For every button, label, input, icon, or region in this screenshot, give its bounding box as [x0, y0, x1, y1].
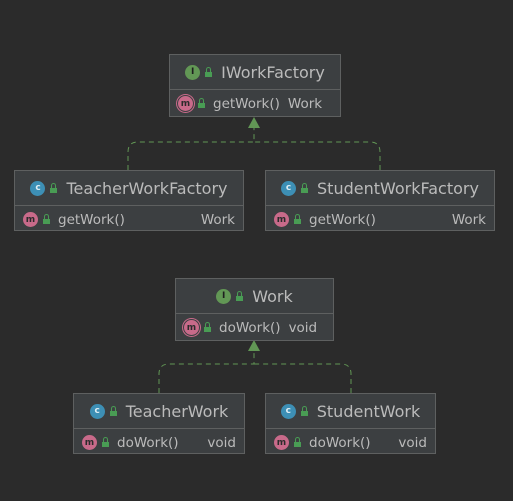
node-title: StudentWorkFactory	[317, 178, 479, 198]
class-icon: c	[280, 403, 296, 419]
class-icon: c	[89, 403, 105, 419]
node-teacherworkfactory[interactable]: c TeacherWorkFactory m getWork() Work	[14, 170, 244, 231]
public-lock-icon	[109, 405, 117, 416]
interface-icon: I	[185, 64, 201, 80]
method-icon: m	[178, 96, 193, 111]
arrowhead-work	[248, 340, 260, 351]
node-header: I Work	[176, 279, 333, 314]
node-title: StudentWork	[316, 401, 421, 421]
method-icon: m	[184, 320, 199, 335]
method-return-type: Work	[451, 211, 486, 228]
method-return-type: void	[207, 434, 236, 451]
public-lock-icon	[205, 66, 213, 77]
public-lock-icon	[294, 437, 301, 447]
class-icon: c	[30, 180, 46, 196]
public-lock-icon	[198, 98, 205, 108]
method-row[interactable]: m doWork() void	[176, 314, 333, 341]
node-title: Work	[252, 286, 293, 306]
node-title: TeacherWorkFactory	[66, 178, 228, 198]
node-studentworkfactory[interactable]: c StudentWorkFactory m getWork() Work	[265, 170, 495, 231]
node-header: c StudentWork	[266, 394, 435, 429]
method-row[interactable]: m getWork() Work	[15, 206, 243, 233]
method-name: getWork()	[213, 95, 280, 112]
method-icon: m	[274, 435, 289, 450]
public-lock-icon	[102, 437, 109, 447]
method-row[interactable]: m getWork() Work	[266, 206, 494, 233]
public-lock-icon	[50, 182, 58, 193]
node-iworkfactory[interactable]: I IWorkFactory m getWork() Work	[169, 54, 341, 117]
node-studentwork[interactable]: c StudentWork m doWork() void	[265, 393, 436, 454]
method-icon: m	[23, 212, 38, 227]
public-lock-icon	[43, 214, 50, 224]
method-name: getWork()	[58, 211, 125, 228]
public-lock-icon	[294, 214, 301, 224]
method-icon: m	[274, 212, 289, 227]
method-row[interactable]: m getWork() Work	[170, 90, 340, 117]
method-return-type: Work	[287, 95, 323, 112]
method-row[interactable]: m doWork() void	[74, 429, 244, 456]
node-header: c TeacherWork	[74, 394, 244, 429]
node-teacherwork[interactable]: c TeacherWork m doWork() void	[73, 393, 245, 454]
public-lock-icon	[301, 182, 309, 193]
node-work[interactable]: I Work m doWork() void	[175, 278, 334, 341]
edge-teacherworkfactory-to-iworkfactory	[127, 126, 255, 170]
interface-icon: I	[216, 288, 232, 304]
public-lock-icon	[300, 405, 308, 416]
node-header: c TeacherWorkFactory	[15, 171, 243, 206]
class-icon: c	[281, 180, 297, 196]
node-title: TeacherWork	[125, 401, 229, 421]
node-header: c StudentWorkFactory	[266, 171, 494, 206]
edge-studentwork-to-work	[254, 363, 352, 393]
method-return-type: void	[288, 319, 318, 336]
method-name: doWork()	[309, 434, 371, 451]
method-return-type: void	[398, 434, 427, 451]
public-lock-icon	[236, 290, 244, 301]
method-name: getWork()	[309, 211, 376, 228]
arrowhead-iworkfactory	[248, 117, 260, 128]
public-lock-icon	[204, 322, 211, 332]
method-name: doWork()	[117, 434, 179, 451]
node-title: IWorkFactory	[221, 62, 325, 82]
method-name: doWork()	[219, 319, 281, 336]
node-header: I IWorkFactory	[170, 55, 340, 90]
edge-studentworkfactory-to-iworkfactory	[254, 141, 381, 170]
method-return-type: Work	[200, 211, 235, 228]
method-row[interactable]: m doWork() void	[266, 429, 435, 456]
edge-teacherwork-to-work	[158, 350, 255, 393]
method-icon: m	[82, 435, 97, 450]
